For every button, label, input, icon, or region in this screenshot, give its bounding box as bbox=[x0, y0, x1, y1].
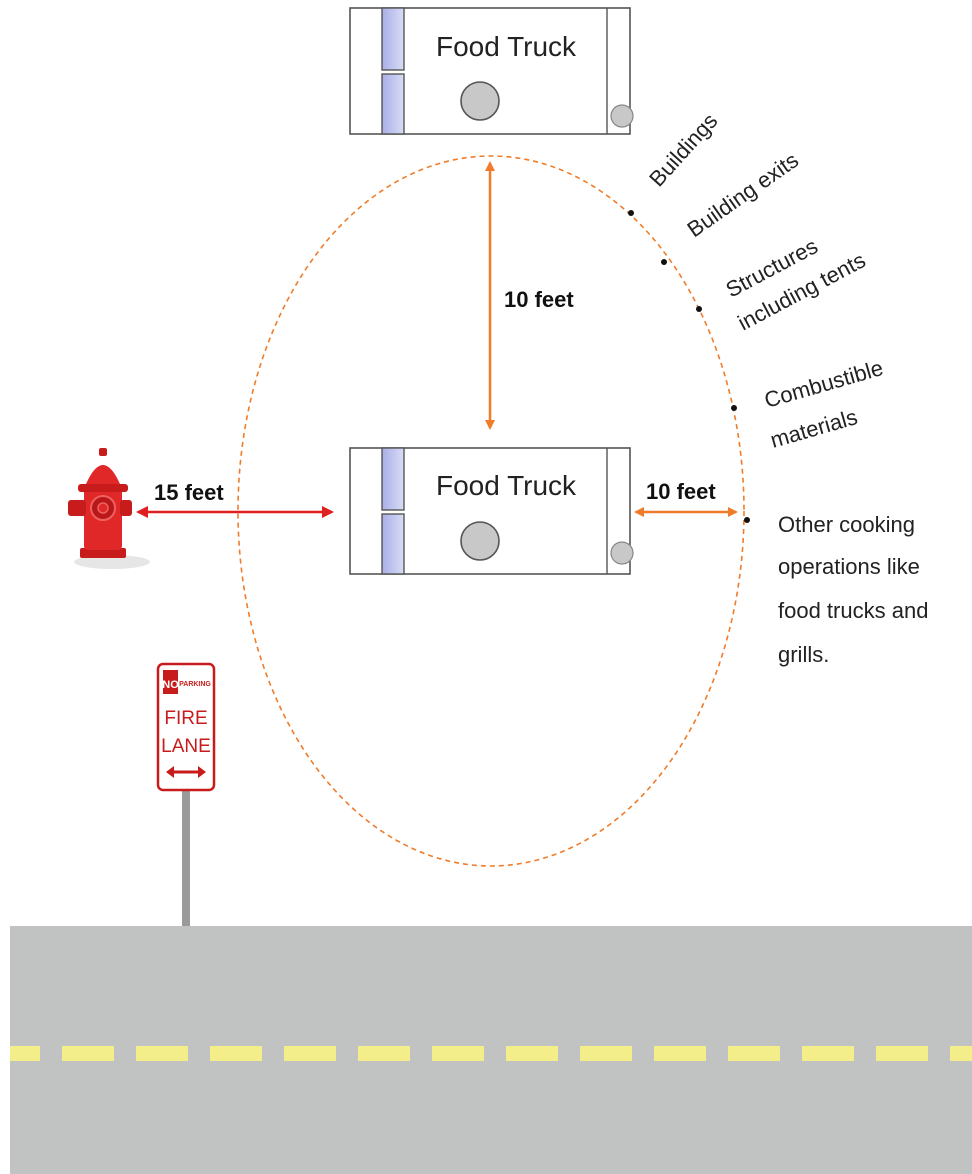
truck-label: Food Truck bbox=[436, 470, 577, 501]
clearance-item-buildings: Buildings bbox=[644, 108, 722, 191]
boundary-dot bbox=[744, 517, 750, 523]
boundary-dot bbox=[696, 306, 702, 312]
clearance-item-building-exits: Building exits bbox=[683, 147, 804, 242]
boundary-dot bbox=[628, 210, 634, 216]
vertical-distance-label: 10 feet bbox=[504, 287, 574, 312]
hydrant-distance-label: 15 feet bbox=[154, 480, 224, 505]
truck-label: Food Truck bbox=[436, 31, 577, 62]
truck-window-icon bbox=[381, 7, 405, 71]
wheel-icon bbox=[610, 104, 634, 128]
wheel-icon bbox=[610, 541, 634, 565]
clearance-boundary bbox=[237, 155, 745, 867]
clearance-item-cooking: Other cooking operations like food truck… bbox=[778, 512, 928, 667]
food-truck-top: Food Truck bbox=[349, 7, 634, 135]
grill-icon bbox=[460, 81, 500, 121]
sign-parking-text: PARKING bbox=[179, 681, 211, 688]
grill-icon bbox=[460, 521, 500, 561]
side-distance-label: 10 feet bbox=[646, 479, 716, 504]
fire-hydrant-icon bbox=[68, 448, 150, 569]
sign-lane-text: LANE bbox=[161, 736, 211, 757]
cooking-line: operations like bbox=[778, 554, 920, 579]
clearance-item-combustible-line2: materials bbox=[767, 404, 860, 453]
cooking-line: Other cooking bbox=[778, 512, 915, 537]
clearance-item-combustible-line1: Combustible bbox=[761, 355, 885, 413]
sign-no-text: NO bbox=[162, 679, 179, 691]
fire-lane-sign-icon: NO PARKING FIRE LANE bbox=[156, 662, 216, 932]
food-truck-middle: Food Truck bbox=[349, 447, 634, 575]
truck-window-icon bbox=[381, 447, 405, 511]
boundary-dot bbox=[731, 405, 737, 411]
lane-markings bbox=[10, 1046, 972, 1061]
cooking-line: food trucks and bbox=[778, 598, 928, 623]
sign-fire-text: FIRE bbox=[164, 708, 207, 729]
boundary-dot bbox=[661, 259, 667, 265]
cooking-line: grills. bbox=[778, 642, 829, 667]
